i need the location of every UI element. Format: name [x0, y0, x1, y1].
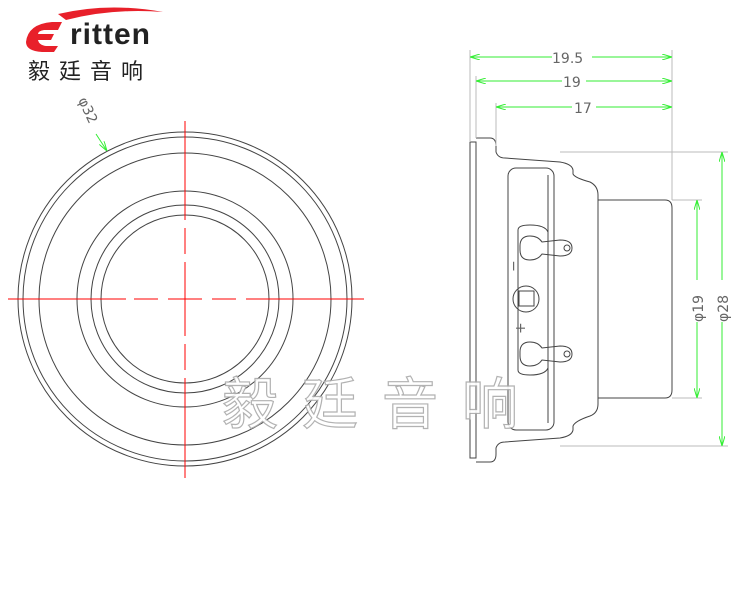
frame-diameter-label: φ28	[716, 295, 732, 322]
vent-square	[518, 290, 535, 307]
vertical-dimensions	[697, 152, 722, 446]
terminal-tab-negative	[519, 235, 573, 261]
terminal-housing	[517, 224, 549, 376]
magnet-body	[598, 199, 673, 399]
terminal-negative-label: −	[506, 260, 522, 272]
terminal-positive-label: +	[513, 322, 529, 334]
brand-name-english: ritten	[70, 18, 151, 51]
front-diameter-label: φ32	[74, 95, 100, 126]
brand-logo: ritten 毅廷音响	[18, 4, 178, 85]
terminal-plate	[507, 167, 555, 431]
terminal-tab-positive	[519, 341, 573, 367]
overall-depth-label: 19.5	[552, 51, 583, 67]
horizontal-dimensions	[470, 57, 672, 107]
side-view	[469, 137, 673, 463]
magnet-depth-label: 17	[574, 101, 592, 117]
frame-profile	[476, 137, 599, 463]
body-depth-label: 19	[563, 75, 581, 91]
brand-name-chinese: 毅廷音响	[28, 60, 153, 85]
center-lines	[8, 121, 364, 478]
front-diameter-dimension: φ32	[74, 95, 107, 151]
vent-circle	[512, 285, 540, 313]
magnet-diameter-label: φ19	[691, 295, 707, 322]
flange-outer	[469, 141, 477, 459]
watermark-text: 毅廷音响	[221, 372, 542, 438]
logo-swoosh-icon	[26, 7, 163, 52]
